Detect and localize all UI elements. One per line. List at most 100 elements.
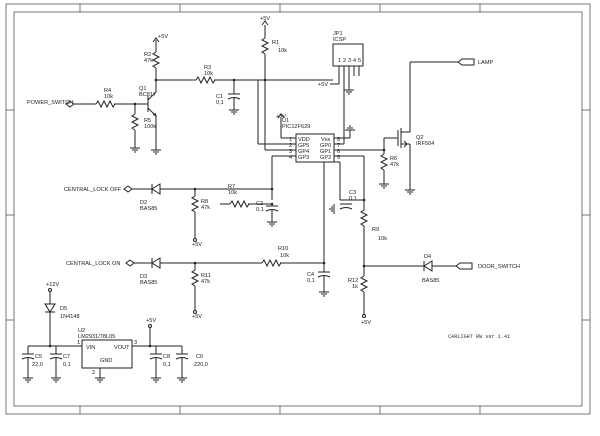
jp1-pin-5: 5 xyxy=(358,58,361,64)
u2-value: LM2931/78L05 xyxy=(78,334,115,340)
drawing-frame xyxy=(5,3,591,415)
r4-value: 10k xyxy=(104,94,113,100)
central-lock-off-port-icon xyxy=(123,185,133,193)
r9-ref: R9 xyxy=(372,227,379,233)
supply-arrow-icon xyxy=(261,20,269,26)
net-label-lamp: LAMP xyxy=(478,60,494,66)
u1-pic12f629-chip[interactable] xyxy=(295,133,335,163)
u1-pin-gp4: GP4 xyxy=(298,149,309,155)
central-lock-on-port-icon xyxy=(125,259,135,267)
r1-supply-label: +5V xyxy=(260,16,270,22)
u1-pin-gp0: GP0 xyxy=(320,143,331,149)
c7-value: 0,1 xyxy=(63,362,71,368)
r7-value: 10k xyxy=(228,190,237,196)
u2-pin-3: 3 xyxy=(134,340,137,346)
u1-num-8: 8 xyxy=(337,137,340,143)
u1-pin-gp1: GP1 xyxy=(320,149,331,155)
c1-ref: C1 xyxy=(216,94,223,100)
u1-ref: U1 xyxy=(282,118,289,124)
ground-icon xyxy=(344,89,354,95)
c3-ref: C3 xyxy=(349,190,356,196)
q2-ref: Q2 xyxy=(416,135,423,141)
d2-diode-icon xyxy=(151,183,161,195)
c4-ref: C4 xyxy=(307,272,314,278)
u1-pin-gp2: GP2 xyxy=(320,155,331,161)
d5-value: 1N4148 xyxy=(60,314,80,320)
ground-icon xyxy=(23,377,33,383)
r8-supply-label: +5V xyxy=(192,242,202,248)
ground-icon xyxy=(405,189,415,195)
jp1-ref: JP1 xyxy=(333,31,343,37)
r7-ref: R7 xyxy=(228,184,235,190)
net-label-central-lock-on: CENTRAL_LOCK ON xyxy=(66,261,120,267)
d4-diode-icon xyxy=(423,260,433,272)
d2-ref: D2 xyxy=(140,200,147,206)
jp1-pin-2: 2 xyxy=(343,58,346,64)
r12-resistor-icon xyxy=(359,275,369,293)
jp1-supply-label: +5V xyxy=(318,82,328,88)
d2-value: BAS85 xyxy=(140,206,157,212)
ground-icon xyxy=(151,149,161,155)
u2-ref: U2 xyxy=(78,328,85,334)
jp1-icsp-header[interactable] xyxy=(332,43,364,67)
u1-num-3: 3 xyxy=(289,149,292,155)
ground-icon xyxy=(51,377,61,383)
u1-pin-vdd: VDD xyxy=(298,137,310,143)
jp1-pin-1: 1 xyxy=(338,58,341,64)
u1-num-5: 5 xyxy=(337,155,340,161)
r6-resistor-icon xyxy=(379,153,389,171)
u1-supply-label: +5V xyxy=(276,114,286,120)
r1-ref: R1 xyxy=(272,40,279,46)
r8-resistor-icon xyxy=(190,195,200,213)
u2-output-supply-label: +5V xyxy=(146,318,156,324)
r6-value: 47k xyxy=(390,162,399,168)
jp1-value: ICSP xyxy=(333,37,346,43)
q1-transistor-icon xyxy=(147,91,157,118)
ground-icon xyxy=(345,125,355,131)
r8-ref: R8 xyxy=(201,199,208,205)
r11-value: 47k xyxy=(201,279,210,285)
c1-value: 0,1 xyxy=(216,100,224,106)
r2-value: 47k xyxy=(144,58,153,64)
title-block-text: CARLIGHT RW ver 1.41 xyxy=(448,334,510,340)
u1-num-1: 1 xyxy=(289,137,292,143)
r11-resistor-icon xyxy=(190,269,200,287)
u2-vout-label: VOUT xyxy=(114,345,130,351)
u1-num-7: 7 xyxy=(337,143,340,149)
u2-pin-1: 1 xyxy=(77,340,80,346)
r8-value: 47k xyxy=(201,205,210,211)
ground-icon xyxy=(319,291,329,297)
d4-ref: D4 xyxy=(424,254,431,260)
q2-value: IRF504 xyxy=(416,141,434,147)
u1-num-6: 6 xyxy=(337,149,340,155)
ground-icon xyxy=(151,377,161,383)
ground-icon xyxy=(95,377,105,383)
jp1-pin-4: 4 xyxy=(353,58,356,64)
c7-ref: C7 xyxy=(63,354,70,360)
c6-ref: C6 xyxy=(196,354,203,360)
r12-ref: R12 xyxy=(348,278,358,284)
q2-mosfet-icon xyxy=(397,128,410,148)
u1-num-4: 4 xyxy=(289,155,292,161)
u2-vin-label: VIN xyxy=(86,345,95,351)
ground-icon xyxy=(229,109,239,115)
c5-ref: C5 xyxy=(35,354,42,360)
r7-resistor-icon xyxy=(229,199,250,209)
c8-ref: C8 xyxy=(163,354,170,360)
r10-value: 10k xyxy=(280,253,289,259)
r1-resistor-icon xyxy=(260,37,270,55)
u1-num-2: 2 xyxy=(289,143,292,149)
r11-supply-label: +5V xyxy=(192,314,202,320)
r2-resistor-icon xyxy=(151,51,161,69)
q1-value: BC817 xyxy=(139,92,156,98)
c3-value: 0,1 xyxy=(349,196,357,202)
r2-ref: R2 xyxy=(144,52,151,58)
r5-value: 100k xyxy=(144,124,156,130)
u2-regulator-chip[interactable] xyxy=(81,339,133,369)
q1-ref: Q1 xyxy=(139,86,146,92)
ground-icon xyxy=(130,147,140,153)
d3-diode-icon xyxy=(151,257,161,269)
c2-ref: C2 xyxy=(256,201,263,207)
c8-value: 0,1 xyxy=(163,362,171,368)
